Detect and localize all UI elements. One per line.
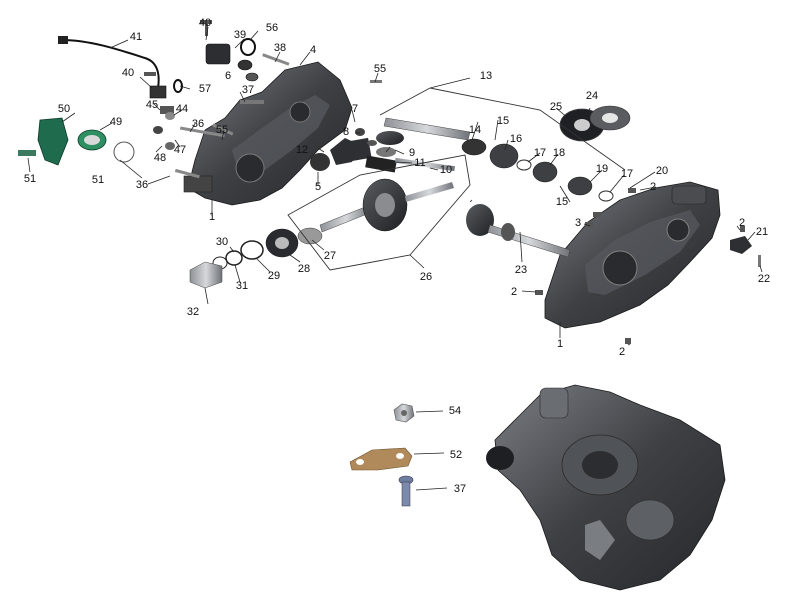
- callout-2a: 2: [650, 181, 656, 193]
- callout-55a: 55: [374, 63, 386, 75]
- callout-46: 47: [174, 144, 186, 156]
- callout-50: 50: [58, 103, 70, 115]
- speed-sensor-harness: [58, 36, 231, 99]
- callout-1a: 1: [209, 211, 215, 223]
- bottom-hardware: [349, 403, 415, 507]
- callout-3: 3: [575, 217, 581, 229]
- callout-17b: 17: [621, 168, 633, 180]
- callout-5: 5: [315, 181, 321, 193]
- callout-57: 57: [199, 83, 211, 95]
- callout-49: 49: [110, 116, 122, 128]
- callout-10: 10: [440, 164, 452, 176]
- callout-28: 28: [298, 263, 310, 275]
- callout-56: 56: [266, 22, 278, 34]
- callout-45: 45: [146, 99, 158, 111]
- callout-42: 41: [130, 31, 142, 43]
- callout-41b: 40: [122, 67, 134, 79]
- callout-20: 20: [656, 165, 668, 177]
- callout-15a: 15: [497, 115, 509, 127]
- callout-51: 51: [24, 173, 36, 185]
- callout-14: 14: [469, 124, 481, 136]
- callout-54: 54: [449, 405, 461, 417]
- callout-19: 19: [596, 163, 608, 175]
- callout-6: 6: [225, 70, 231, 82]
- callout-18: 18: [553, 147, 565, 159]
- callout-25: 25: [550, 101, 562, 113]
- input-shaft: [466, 204, 571, 258]
- callout-23: 23: [515, 264, 527, 276]
- upper-shaft-assembly: [310, 105, 631, 202]
- sensor-bracket-group: [18, 117, 135, 166]
- callout-39: 38: [274, 42, 286, 54]
- left-case-half: [183, 61, 353, 206]
- callout-9: 9: [409, 147, 415, 159]
- callout-16: 16: [510, 133, 522, 145]
- callout-44: 44: [176, 103, 188, 115]
- callout-11: 11: [414, 157, 425, 169]
- callout-22: 22: [758, 273, 770, 285]
- callout-30: 30: [216, 236, 228, 248]
- callout-41a: 40: [199, 17, 211, 29]
- right-case-half: [544, 181, 721, 329]
- callout-4: 4: [310, 44, 316, 56]
- callout-52: 52: [450, 449, 462, 461]
- callout-48: 51: [92, 174, 104, 186]
- callout-27: 27: [324, 250, 336, 262]
- callout-32: 32: [187, 306, 199, 318]
- callout-36: 36: [136, 179, 148, 191]
- assembled-transmission: [486, 384, 726, 591]
- callout-7: 7: [352, 103, 358, 115]
- callout-1b: 1: [557, 338, 563, 350]
- callout-8: 8: [343, 126, 349, 138]
- callout-26: 26: [420, 271, 432, 283]
- callout-24: 24: [586, 90, 598, 102]
- callout-2c: 2: [511, 286, 517, 298]
- callout-12: 12: [296, 144, 308, 156]
- callout-2b: 2: [739, 217, 745, 229]
- leader-lines: [27, 26, 763, 491]
- callout-2d: 2: [619, 346, 625, 358]
- output-shaft-assembly: [189, 178, 454, 289]
- callout-21: 21: [756, 226, 768, 238]
- callout-38b: 37: [454, 483, 466, 495]
- right-small-parts: [535, 188, 761, 344]
- callout-47: 48: [154, 152, 166, 164]
- callout-15b: 15: [556, 196, 568, 208]
- callout-55b: 55: [216, 124, 228, 136]
- callout-29: 29: [268, 270, 280, 282]
- callout-38a: 37: [242, 84, 254, 96]
- callout-31: 31: [236, 280, 248, 292]
- callout-labels: 40 56 39 41 38 4 55 40 6 13 57 37 24 45 …: [24, 17, 770, 495]
- callout-13: 13: [480, 70, 492, 82]
- callout-37: 36: [192, 118, 204, 130]
- callout-40: 39: [234, 29, 246, 41]
- callout-17a: 17: [534, 147, 546, 159]
